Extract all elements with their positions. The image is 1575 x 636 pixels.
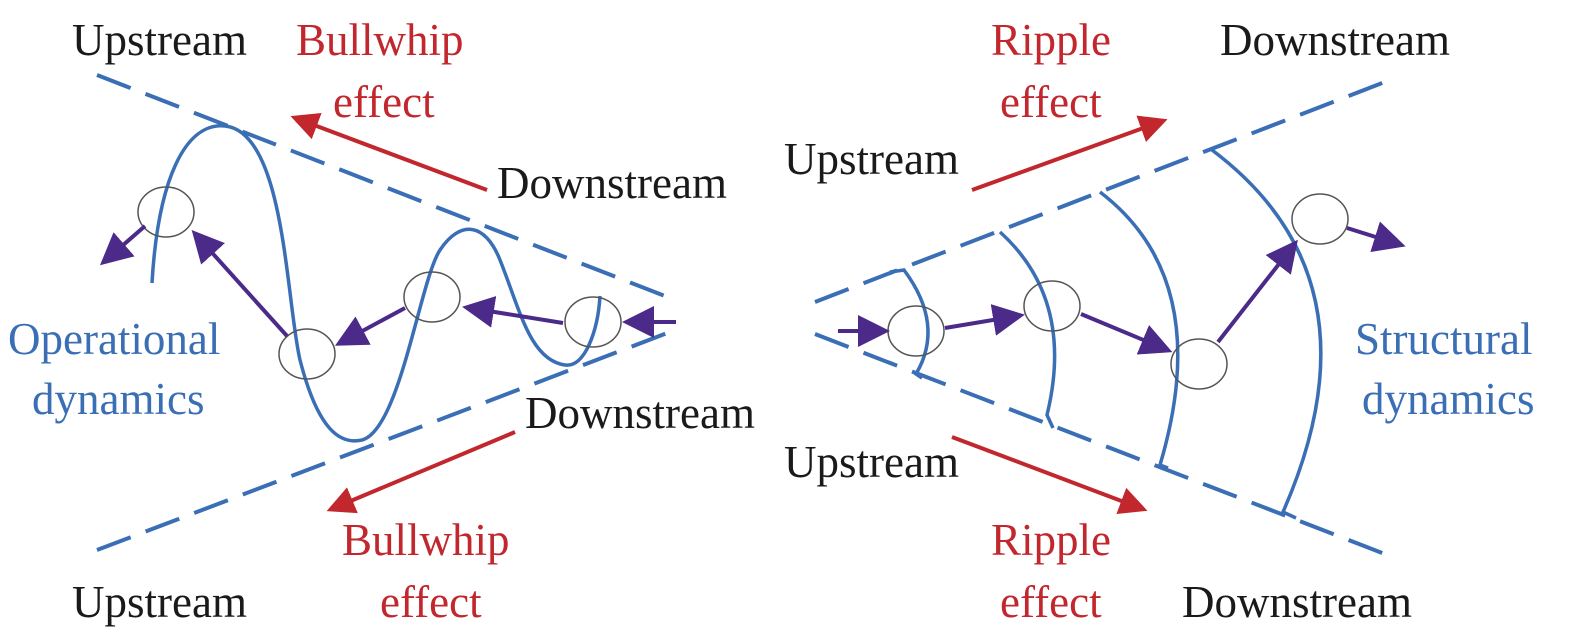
left-node-4 [564,296,622,348]
left-top-downstream-label: Downstream [497,158,727,208]
bullwhip-wave [150,124,602,443]
right-flow-arrow-1-2 [944,304,1025,336]
ripple-wavefront-4 [1210,148,1323,520]
left-panel: Upstream Bullwhip effect Downstream Down… [8,15,755,627]
right-node-3 [1170,338,1228,390]
right-flow-arrow-3-4 [1216,239,1298,344]
right-bottom-upstream-label: Upstream [784,437,959,487]
right-flow-arrow-2-3 [1080,312,1173,355]
left-node-3 [403,271,461,323]
left-top-upstream-label: Upstream [72,15,247,65]
right-top-downstream-label: Downstream [1220,15,1450,65]
right-top-effect-label-line2: effect [1000,77,1102,127]
left-top-bullwhip-arrow [290,112,488,192]
right-bottom-effect-label-line2: effect [1000,577,1102,627]
ripple-wavefront-1 [889,268,930,380]
right-top-upstream-label: Upstream [784,134,959,184]
left-node-2 [278,328,336,380]
structural-dynamics-label-line2: dynamics [1362,374,1534,424]
operational-dynamics-label-line1: Operational [8,314,220,364]
left-node-1 [137,186,195,238]
left-bottom-downstream-label: Downstream [525,388,755,438]
left-flow-arrow-4-3 [462,296,564,328]
right-flow-arrow-output [1346,221,1406,253]
left-bottom-effect-label-line2: effect [380,577,482,627]
right-bottom-effect-label-line1: Ripple [991,515,1111,565]
right-top-effect-label-line1: Ripple [991,15,1111,65]
left-top-effect-label-line2: effect [333,77,435,127]
ripple-wavefront-2 [998,230,1057,429]
left-bottom-bullwhip-arrow [326,430,516,514]
right-node-1 [887,305,945,357]
left-bottom-effect-label-line1: Bullwhip [342,515,510,565]
right-top-ripple-arrow [971,115,1168,192]
ripple-wavefront-3 [1098,190,1180,470]
operational-dynamics-label-line2: dynamics [32,374,204,424]
structural-dynamics-label-line1: Structural [1355,314,1532,364]
left-flow-arrow-3-2 [334,306,406,346]
left-flow-arrow-2-1 [191,230,289,338]
left-top-effect-label-line1: Bullwhip [296,15,464,65]
right-bottom-downstream-label: Downstream [1182,577,1412,627]
left-flow-arrow-output [99,224,147,266]
right-bottom-ripple-arrow [951,435,1148,515]
right-node-4 [1291,193,1349,245]
right-panel: Ripple effect Downstream Upstream Upstre… [784,15,1534,627]
left-bottom-upstream-label: Upstream [72,577,247,627]
